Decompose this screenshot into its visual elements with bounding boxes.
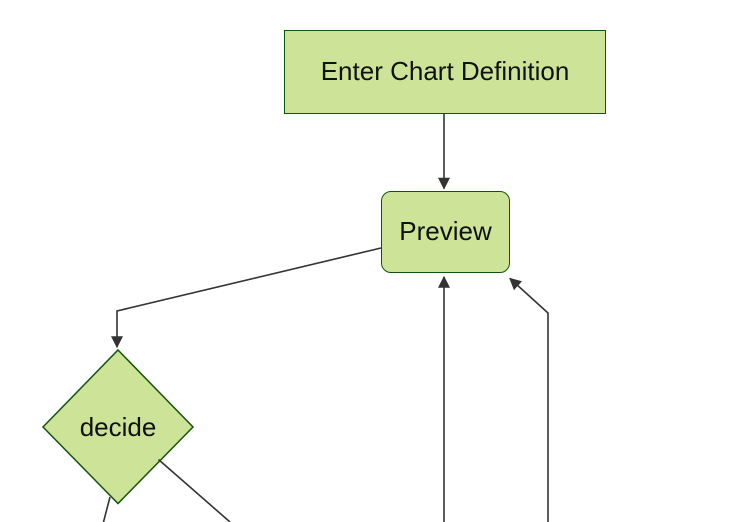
node-decide-label: decide: [43, 407, 193, 447]
edge-decide-down-right: [157, 458, 231, 522]
node-decide-shape: [41, 348, 195, 505]
node-preview-label: Preview: [399, 216, 492, 247]
edge-preview-to-decide: [111, 247, 382, 349]
edge-decide-down-left: [102, 496, 111, 522]
edge-up-to-preview-corner: [509, 277, 549, 522]
node-enter-chart-definition-label: Enter Chart Definition: [320, 56, 570, 87]
node-enter-chart-definition: Enter Chart Definition: [284, 30, 606, 114]
node-preview: Preview: [381, 191, 510, 273]
node-decide-label-text: decide: [79, 411, 157, 442]
